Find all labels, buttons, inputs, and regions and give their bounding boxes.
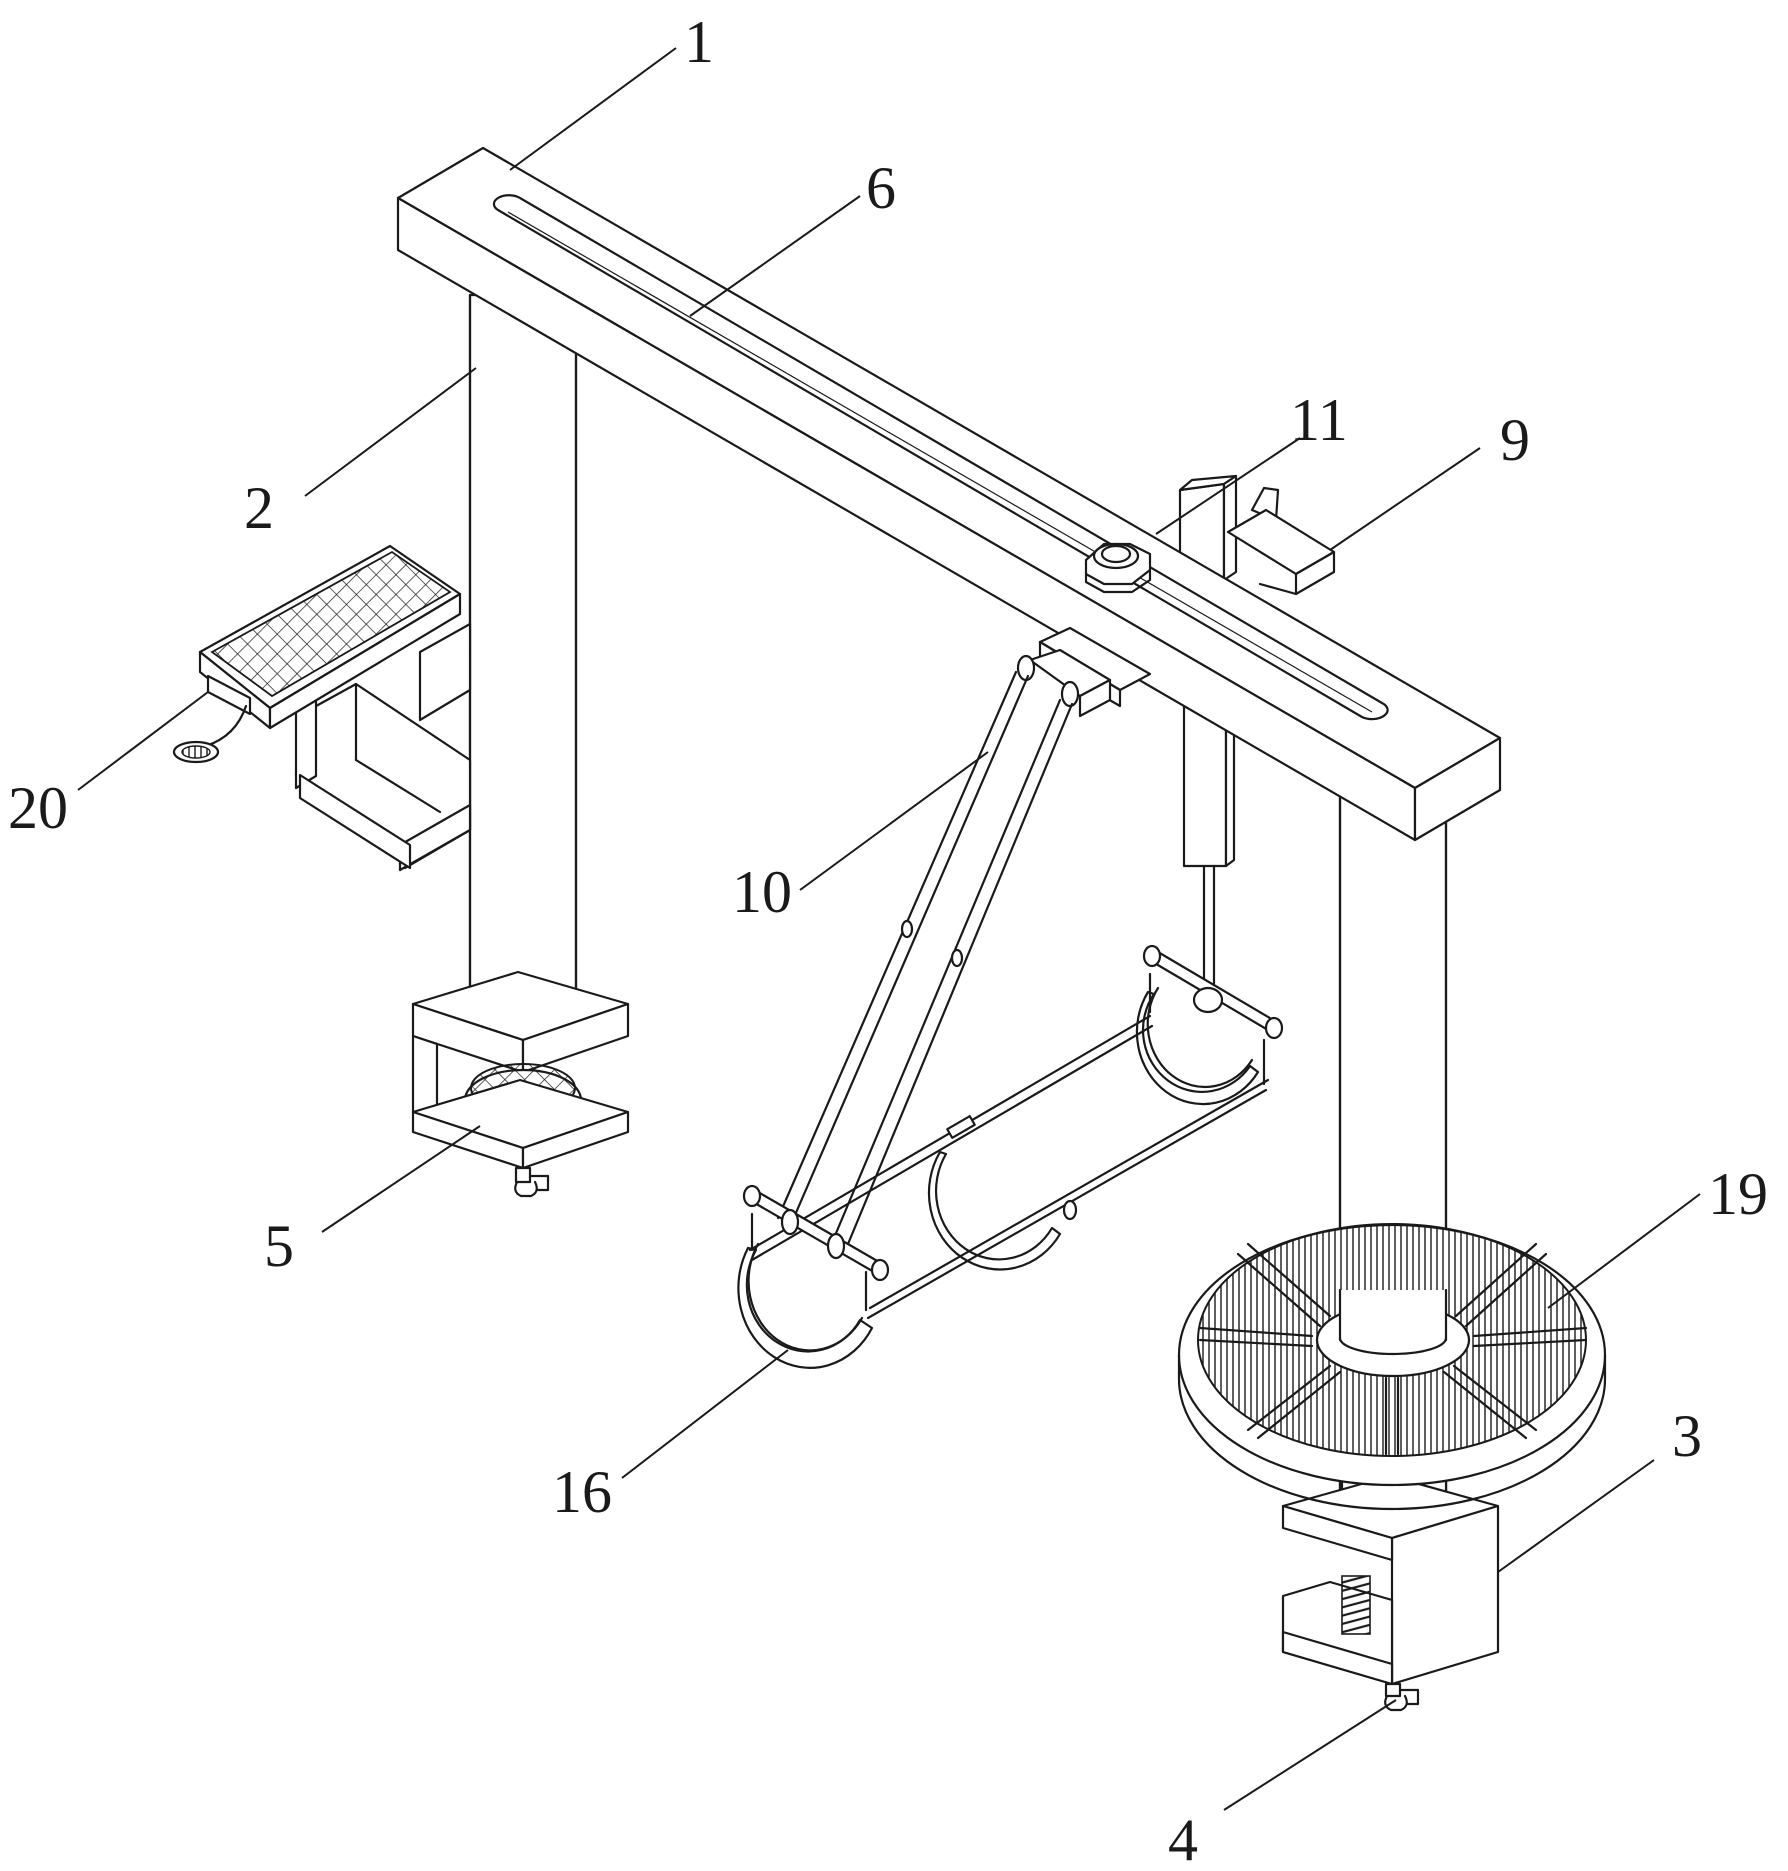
- label-part-19: 19: [1708, 1161, 1768, 1227]
- part-labels: 1 6 2 11 9 20 10 5 16 19 3 4: [8, 9, 1768, 1871]
- label-part-1: 1: [684, 9, 714, 75]
- label-part-9: 9: [1500, 407, 1530, 473]
- side-platform: [174, 546, 470, 870]
- left-clamp-bracket: [413, 972, 628, 1196]
- right-clamp-bracket: [1283, 1476, 1498, 1710]
- label-part-2: 2: [244, 475, 274, 541]
- label-part-4: 4: [1168, 1807, 1198, 1871]
- label-part-3: 3: [1672, 1403, 1702, 1469]
- left-column: [470, 295, 576, 1036]
- label-part-6: 6: [866, 155, 896, 221]
- label-part-10: 10: [732, 859, 792, 925]
- label-part-11: 11: [1290, 387, 1348, 453]
- bracket-plate: [1228, 510, 1334, 594]
- label-part-5: 5: [264, 1213, 294, 1279]
- turntable-disc: [1179, 1224, 1605, 1509]
- label-part-16: 16: [552, 1459, 612, 1525]
- label-part-20: 20: [8, 775, 68, 841]
